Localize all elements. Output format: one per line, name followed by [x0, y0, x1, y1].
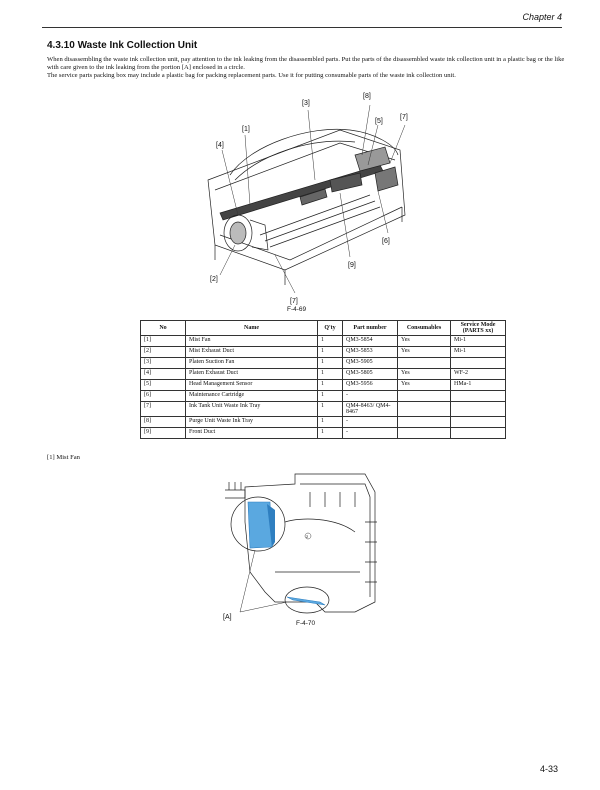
table-cell: 1 [317, 401, 343, 417]
table-cell: Platen Exhaust Duct [185, 368, 318, 380]
table-cell [397, 427, 451, 439]
callout-1: [1] [242, 126, 250, 133]
table-cell: 1 [317, 416, 343, 428]
callout-7: [7] [400, 114, 408, 121]
col-part-number: Part number [342, 320, 398, 336]
col-service-mode: Service Mode (PARTS xx) [450, 320, 506, 336]
table-cell: QM3-5805 [342, 368, 398, 380]
callout-7b: [7] [290, 298, 298, 305]
parts-table: No Name Q'ty Part number Consumables Ser… [140, 320, 506, 439]
page-number: 4-33 [539, 764, 558, 774]
subsection-title: [1] Mist Fan [47, 454, 80, 461]
table-cell: Head Management Sensor [185, 379, 318, 391]
table-cell [450, 357, 506, 369]
table-cell: QM3-5853 [342, 346, 398, 358]
table-cell: 1 [317, 390, 343, 402]
table-cell: Ink Tank Unit Waste Ink Tray [185, 401, 318, 417]
table-cell [450, 390, 506, 402]
intro-paragraph-2: The service parts packing box may includ… [47, 72, 456, 79]
table-cell: [3] [140, 357, 186, 369]
table-cell: Mist Fan [185, 335, 318, 347]
table-cell [450, 416, 506, 428]
table-cell: QM3-5956 [342, 379, 398, 391]
table-cell: - [342, 427, 398, 439]
table-cell: QM4-8463/ QM4-8467 [342, 401, 398, 417]
table-cell: Maintenance Cartridge [185, 390, 318, 402]
table-cell: [1] [140, 335, 186, 347]
table-cell: Yes [397, 368, 451, 380]
mist-fan-side [267, 504, 275, 547]
table-cell [450, 427, 506, 439]
leak-portion [286, 596, 326, 606]
table-cell: Mi-1 [450, 335, 506, 347]
section-title: 4.3.10 Waste Ink Collection Unit [47, 40, 198, 51]
table-cell: 1 [317, 368, 343, 380]
table-cell: 1 [317, 427, 343, 439]
callout-4: [4] [216, 142, 224, 149]
table-cell: - [342, 390, 398, 402]
table-cell: [9] [140, 427, 186, 439]
table-cell: [2] [140, 346, 186, 358]
mist-fan-diagram: 2 [A] [223, 473, 377, 621]
table-cell [397, 416, 451, 428]
callout-8: [8] [363, 93, 371, 100]
callout-9: [9] [348, 262, 356, 269]
table-cell: QM3-5905 [342, 357, 398, 369]
intro-text: When disassembling the waste ink collect… [47, 56, 567, 80]
table-cell: QM3-5854 [342, 335, 398, 347]
col-name: Name [185, 320, 318, 336]
table-cell: [4] [140, 368, 186, 380]
callout-3: [3] [302, 100, 310, 107]
figure-caption-2: F-4-70 [296, 620, 316, 627]
col-no: No [140, 320, 186, 336]
table-cell: Purge Unit Waste Ink Tray [185, 416, 318, 428]
table-cell: Mi-1 [450, 346, 506, 358]
col-consumables: Consumables [397, 320, 451, 336]
table-cell: 1 [317, 379, 343, 391]
table-cell: WF-2 [450, 368, 506, 380]
table-cell: Front Duct [185, 427, 318, 439]
table-cell: Yes [397, 379, 451, 391]
col-qty: Q'ty [317, 320, 343, 336]
table-cell: Yes [397, 346, 451, 358]
table-header-row: No Name Q'ty Part number Consumables Ser… [140, 320, 506, 336]
table-cell [397, 357, 451, 369]
table-cell: [8] [140, 416, 186, 428]
table-cell: 1 [317, 346, 343, 358]
table-cell: Mist Exhaust Duct [185, 346, 318, 358]
printer-diagram: [1] [2] [3] [4] [5] [6] [7] [8] [9] [7] [207, 93, 408, 305]
table-cell: [7] [140, 401, 186, 417]
circle-mark: 2 [306, 534, 309, 539]
callout-2: [2] [210, 276, 218, 283]
intro-paragraph-1: When disassembling the waste ink collect… [47, 56, 565, 71]
table-cell: 1 [317, 335, 343, 347]
callout-a: [A] [223, 614, 232, 621]
header-rule [42, 27, 562, 28]
table-cell: Platen Suction Fan [185, 357, 318, 369]
table-cell [397, 401, 451, 417]
chapter-header: Chapter 4 [522, 12, 562, 22]
table-cell [450, 401, 506, 417]
callout-6: [6] [382, 238, 390, 245]
table-cell: Yes [397, 335, 451, 347]
table-cell: [6] [140, 390, 186, 402]
callout-5: [5] [375, 118, 383, 125]
table-cell: 1 [317, 357, 343, 369]
table-cell: - [342, 416, 398, 428]
table-cell: HMa-1 [450, 379, 506, 391]
figure-caption-1: F-4-69 [287, 306, 307, 313]
table-cell: [5] [140, 379, 186, 391]
table-cell [397, 390, 451, 402]
